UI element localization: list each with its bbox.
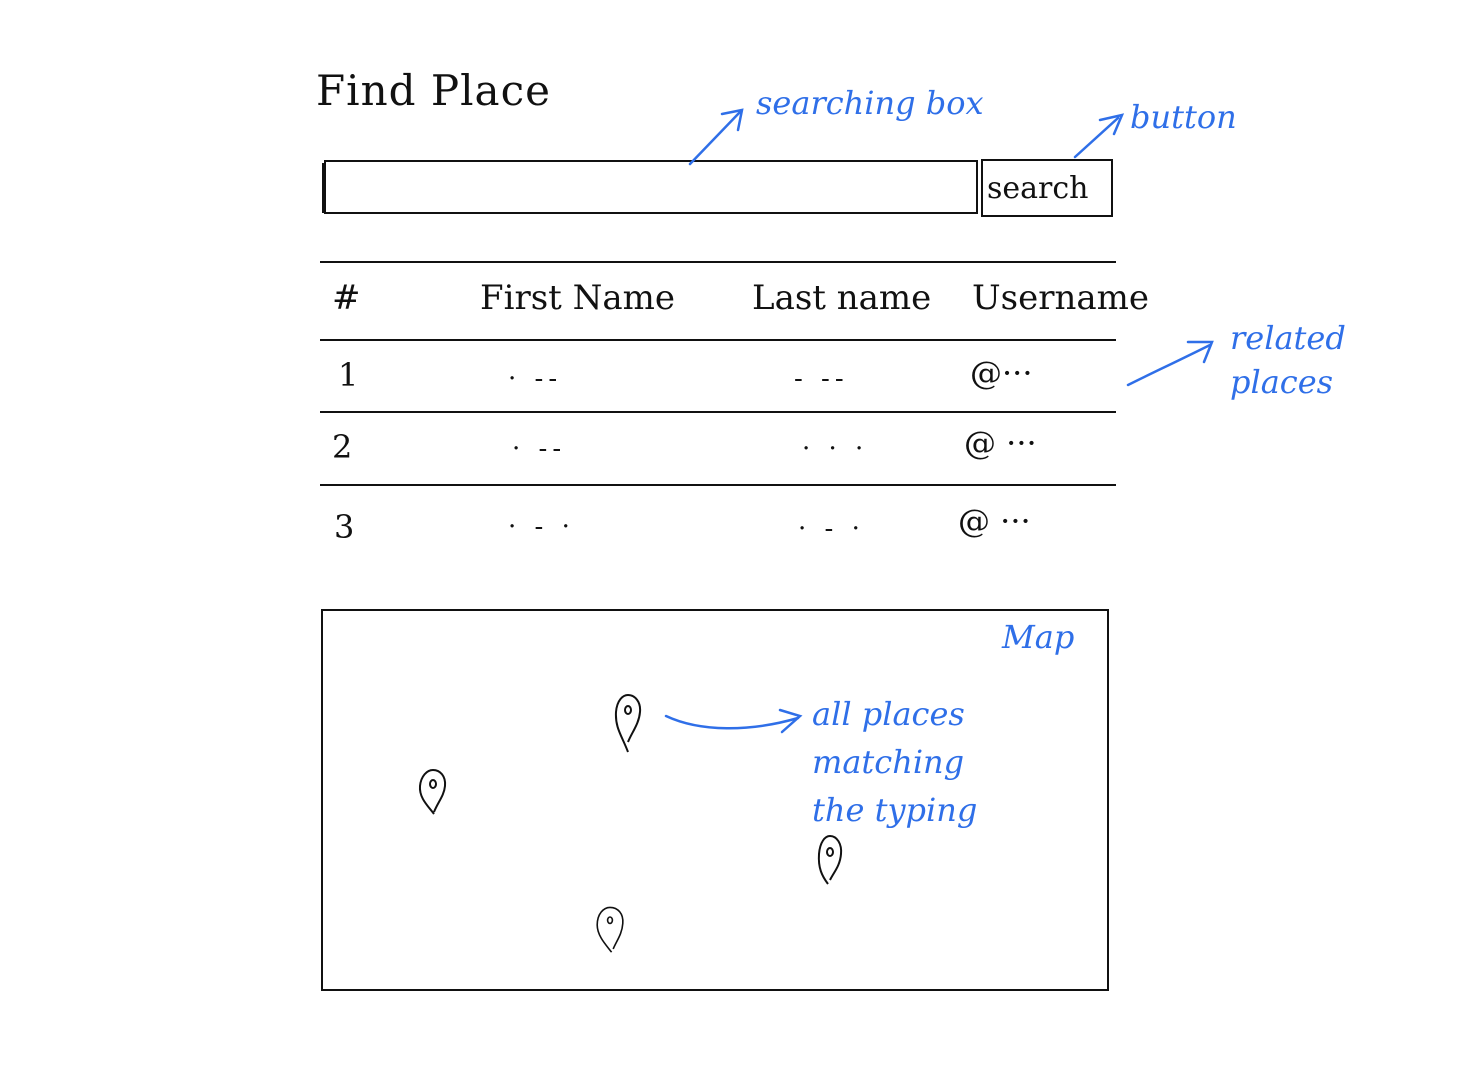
searching-box-arrow-icon — [688, 110, 742, 166]
row-first-name: · -- — [512, 434, 567, 464]
annotation-map: Map — [1002, 618, 1075, 656]
annotation-searching-box: searching box — [756, 84, 984, 122]
column-header-last-name: Last name — [752, 278, 932, 318]
text-cursor — [322, 163, 324, 213]
annotation-button: button — [1130, 98, 1237, 136]
map-panel[interactable] — [321, 609, 1109, 991]
button-arrow-icon — [1073, 116, 1120, 159]
row-rule — [320, 484, 1116, 486]
annotation-all-places: all places matching the typing — [812, 695, 978, 829]
header-rule — [320, 339, 1116, 341]
search-button[interactable]: search — [981, 159, 1113, 217]
map-marker-pin-icon[interactable] — [814, 828, 846, 890]
row-last-name: - -- — [794, 364, 849, 394]
row-index: 1 — [338, 356, 359, 394]
row-first-name: · -- — [508, 364, 563, 394]
column-header-index: # — [332, 278, 361, 318]
arrowhead-icon — [1186, 340, 1214, 364]
column-header-first-name: First Name — [480, 278, 676, 318]
row-username: @ ··· — [964, 424, 1037, 462]
map-marker-pin-icon[interactable] — [416, 760, 448, 822]
annotation-related-places: related places — [1230, 319, 1346, 401]
arrowhead-icon — [720, 108, 744, 132]
column-header-username: Username — [972, 278, 1150, 318]
page-title: Find Place — [316, 66, 551, 115]
row-rule — [320, 411, 1116, 413]
row-username: @··· — [970, 354, 1033, 392]
row-index: 3 — [334, 508, 355, 546]
table-top-rule — [320, 261, 1116, 263]
row-last-name: · - · — [798, 514, 865, 544]
row-last-name: · · · — [802, 434, 869, 464]
arrowhead-icon — [1098, 113, 1125, 136]
row-index: 2 — [332, 428, 353, 466]
row-first-name: · - · — [508, 512, 575, 542]
related-places-arrow-icon — [1126, 343, 1212, 387]
map-marker-pin-icon[interactable] — [594, 898, 626, 960]
map-marker-pin-icon[interactable] — [612, 692, 644, 754]
search-input[interactable] — [324, 160, 978, 214]
row-username: @ ··· — [958, 502, 1031, 540]
